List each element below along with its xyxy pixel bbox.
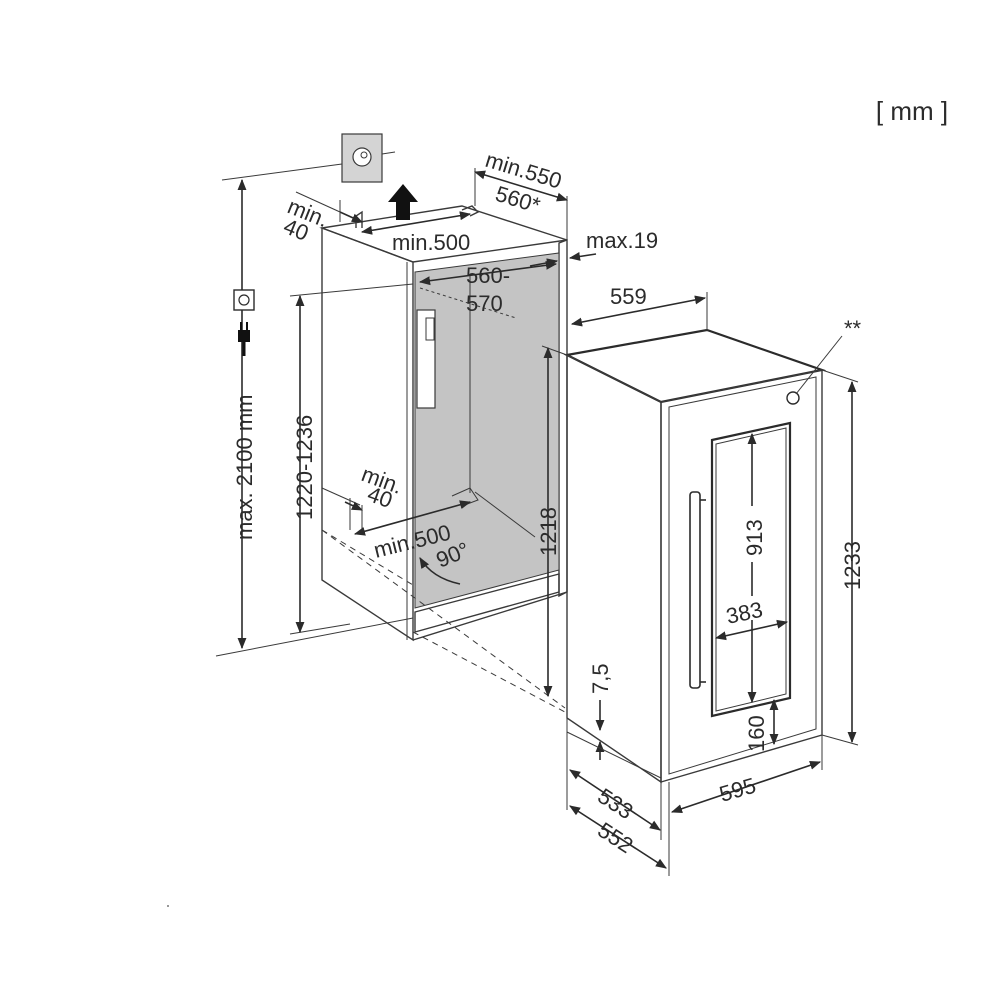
bottom-gap-dim-line: [344, 501, 364, 511]
total-depth-label: 552: [593, 817, 637, 858]
height-ext-bottom: [821, 734, 859, 746]
niche-bottom-ext: [289, 623, 351, 635]
door-height-label: 1218: [536, 507, 561, 556]
plinth-line: [566, 731, 662, 779]
niche-plinth: [414, 573, 560, 633]
niche-left-panel: [321, 226, 414, 642]
niche-top-ext: [289, 283, 414, 297]
niche-bottom-edge: [412, 591, 568, 641]
bottom-gap-leader: [321, 487, 361, 506]
top-vent-depth-label: min.500: [392, 230, 470, 255]
top-vent: [355, 205, 480, 228]
glass-window: [710, 421, 792, 718]
power-socket-icon: [233, 289, 255, 311]
power-plug-icon: [238, 322, 250, 356]
width-label: 595: [716, 773, 758, 807]
height-ext-top: [821, 369, 859, 383]
floor-dash-c: [412, 631, 566, 713]
ventilation-grille-icon: [341, 133, 383, 183]
glass-window-inner: [715, 427, 787, 712]
door-handle: [689, 491, 701, 689]
total-depth-dim-line: [569, 805, 667, 869]
unit-label: [ mm ]: [876, 96, 948, 126]
top-gap-dim-line: [339, 211, 364, 223]
bottom-vent-depth-dim-line: [353, 500, 472, 536]
air-flow-arrow-icon: [388, 184, 418, 220]
angle-arc: [419, 557, 461, 585]
appliance-top-face: [563, 328, 827, 404]
glass-width-dim-line: [714, 619, 789, 641]
glass-height-label: 913: [742, 519, 767, 556]
top-gap-leader: [295, 191, 341, 213]
top-vent-depth-dim-line: [360, 211, 472, 235]
appliance-side-face: [566, 353, 662, 784]
appliance: [563, 328, 843, 784]
inner-width-label-b: 570: [466, 291, 503, 316]
floor-dash-a: [321, 529, 414, 586]
speck: [167, 905, 169, 907]
control-knob: [786, 391, 800, 405]
appliance-door: [668, 376, 817, 775]
appliance-front-face: [660, 369, 823, 783]
floor-line: [215, 617, 414, 657]
inner-width-leader: [419, 287, 517, 319]
footnote-leader: [795, 335, 843, 395]
bottom-offset-label: 160: [744, 715, 769, 752]
niche-width-dim-line: [473, 170, 569, 202]
hinge-slot: [425, 317, 435, 341]
max-height-label: max. 2100 mm: [232, 395, 257, 541]
inner-width-label-a: 560-: [466, 263, 510, 288]
niche-height-label: 1220-1236: [292, 415, 317, 520]
wall-top-line: [221, 163, 343, 181]
appliance-depth-dim-line: [570, 295, 707, 327]
width-dim-line: [670, 760, 822, 814]
panel-thickness-label: max.19: [586, 228, 658, 253]
panel-thickness-arrow-right: [568, 252, 597, 261]
inner-width-dim-line: [418, 260, 558, 286]
top-vent-right-wall: [461, 205, 480, 217]
appliance-depth-label: 559: [610, 284, 647, 309]
footnote-mark: **: [844, 316, 862, 341]
niche-cabinet: [319, 205, 568, 642]
wall-top-line-2: [381, 151, 396, 155]
appliance-height-label: 1233: [840, 541, 865, 590]
plinth-gap-label: 7,5: [588, 663, 613, 694]
niche-inner-floor-edge: [474, 491, 536, 538]
